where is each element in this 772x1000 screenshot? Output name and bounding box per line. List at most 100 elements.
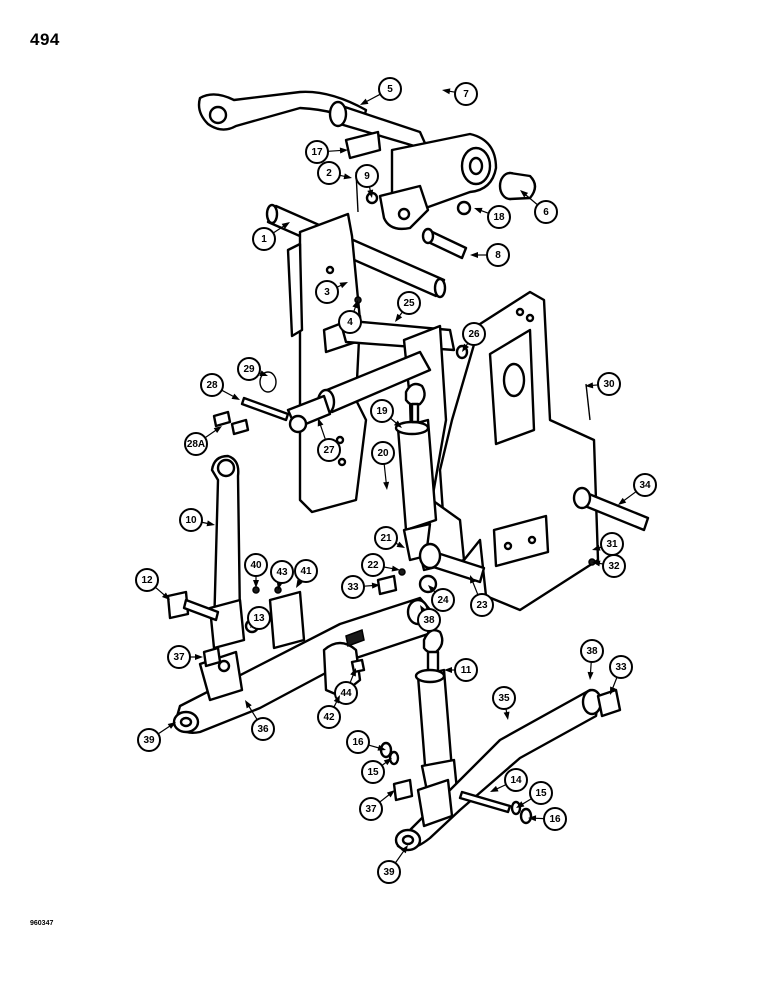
callout-label: 16 <box>352 737 364 748</box>
callout-arrowhead <box>444 667 452 673</box>
callout-label: 37 <box>365 804 377 815</box>
callout-4-10: 4 <box>338 300 362 334</box>
callout-arrowhead <box>371 582 380 589</box>
callout-arrowhead <box>395 313 403 322</box>
callout-arrowhead <box>317 418 324 427</box>
callout-balloon <box>137 728 161 752</box>
callout-balloon <box>378 77 402 101</box>
callout-44-39: 44 <box>334 668 358 705</box>
callout-label: 28A <box>187 439 205 450</box>
callout-label: 43 <box>276 567 288 578</box>
part-upper-clevis <box>378 132 537 231</box>
callout-arrowhead <box>352 300 359 309</box>
callout-1-7: 1 <box>252 222 290 251</box>
callout-arrowhead <box>610 686 616 695</box>
callout-12-29: 12 <box>135 568 170 600</box>
callout-23-32: 23 <box>470 575 494 617</box>
callout-label: 33 <box>615 662 627 673</box>
callout-27-18: 27 <box>317 418 341 462</box>
callout-15-47: 15 <box>516 781 553 808</box>
callout-label: 20 <box>377 448 389 459</box>
callout-label: 10 <box>185 515 197 526</box>
page-number: 494 <box>30 30 60 49</box>
callout-17-2: 17 <box>305 140 348 164</box>
callout-43-25: 43 <box>270 560 294 590</box>
callout-label: 24 <box>437 595 449 606</box>
callout-arrowhead <box>618 497 627 505</box>
callout-31-23: 31 <box>592 532 624 556</box>
callout-arrowhead <box>428 585 436 593</box>
callout-34-20: 34 <box>618 473 657 505</box>
callout-arrowhead <box>592 544 601 551</box>
callout-22-27: 22 <box>361 553 400 577</box>
callout-balloon <box>179 508 203 532</box>
part-5-rockshaft-arm <box>197 90 430 152</box>
callout-label: 26 <box>468 329 480 340</box>
callout-29-13: 29 <box>237 357 268 381</box>
callout-label: 3 <box>324 287 330 298</box>
part-27-cylinder <box>286 350 432 434</box>
part-34-pin <box>572 486 650 532</box>
part-33-bushing-upper <box>376 574 398 596</box>
callout-balloon <box>135 568 159 592</box>
part-44-block <box>350 658 366 674</box>
callout-label: 30 <box>603 379 615 390</box>
callout-label: 27 <box>323 445 335 456</box>
callout-balloon <box>543 807 567 831</box>
callout-arrowhead <box>213 426 222 434</box>
callout-balloon <box>374 526 398 550</box>
callout-leader <box>383 463 388 486</box>
callout-11-36: 11 <box>444 658 478 682</box>
callout-leader <box>523 192 538 206</box>
callout-label: 25 <box>403 298 415 309</box>
callout-balloon <box>462 322 486 346</box>
callout-label: 11 <box>461 665 472 676</box>
part-28-29-pins <box>212 371 290 436</box>
callout-arrowhead <box>470 575 476 584</box>
callout-arrowhead <box>442 88 451 95</box>
callout-label: 36 <box>257 724 269 735</box>
callout-balloon <box>338 310 362 334</box>
callout-arrowhead <box>393 420 402 428</box>
callout-arrowhead <box>339 147 348 154</box>
callout-26-12: 26 <box>462 322 486 352</box>
callout-arrowhead <box>333 695 340 704</box>
callout-balloon <box>431 588 455 612</box>
callout-leader <box>364 93 381 104</box>
callout-arrowhead <box>474 207 483 214</box>
part-37-bushing-lower <box>392 778 414 802</box>
callout-42-43: 42 <box>317 695 341 729</box>
callout-33-30: 33 <box>341 575 380 599</box>
callout-16-44: 16 <box>346 730 386 754</box>
callout-label: 33 <box>347 582 359 593</box>
callout-32-28: 32 <box>592 554 626 578</box>
callout-arrowhead <box>350 668 356 677</box>
callout-arrowhead <box>259 370 268 377</box>
callout-label: 7 <box>463 89 469 100</box>
callout-balloon <box>580 639 604 663</box>
callout-label: 15 <box>535 788 547 799</box>
callout-35-40: 35 <box>492 686 516 720</box>
callout-balloon <box>370 399 394 423</box>
callout-9-4: 9 <box>355 164 379 198</box>
callout-balloon <box>377 860 401 884</box>
callout-arrowhead <box>400 845 408 854</box>
callout-37-35: 37 <box>167 645 203 669</box>
callout-label: 32 <box>608 561 620 572</box>
callout-balloon <box>252 227 276 251</box>
callout-arrowhead <box>490 785 499 792</box>
part-17-bracket <box>344 130 382 160</box>
callout-balloon <box>346 730 370 754</box>
callout-balloon <box>470 593 494 617</box>
callout-balloon <box>417 608 441 632</box>
callout-balloon <box>251 717 275 741</box>
callout-balloon <box>167 645 191 669</box>
callout-balloon <box>454 82 478 106</box>
callout-arrowhead <box>161 592 170 600</box>
callout-arrowhead <box>367 189 374 198</box>
callout-arrowhead <box>231 393 240 400</box>
callout-label: 12 <box>141 575 153 586</box>
callout-balloon <box>487 205 511 229</box>
callout-28-15: 28 <box>200 373 240 400</box>
part-12-pin <box>166 590 190 620</box>
